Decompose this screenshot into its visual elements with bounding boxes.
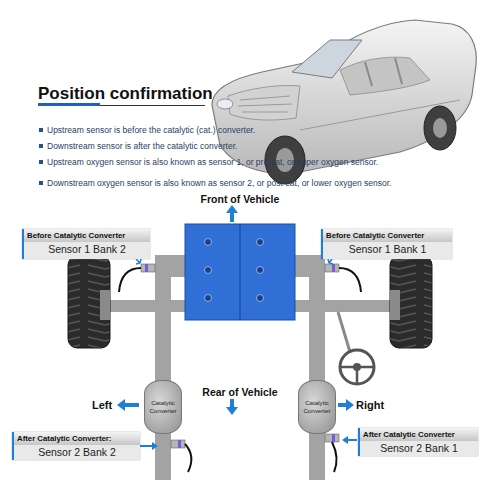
left-manifold: [155, 255, 187, 277]
steering-column: [338, 312, 350, 352]
side-label: Left: [92, 398, 112, 412]
oxygen-sensor: [141, 264, 155, 272]
direction-arrowhead: [346, 399, 354, 411]
car-rear-wheel: [424, 106, 456, 150]
sensor-name: Sensor 2 Bank 2: [14, 445, 140, 460]
car-engine-detail: [238, 96, 292, 112]
sensor-name: Sensor 2 Bank 1: [360, 441, 478, 456]
car-rear-hub: [433, 118, 447, 138]
oxygen-sensor: [325, 434, 339, 442]
catalytic-converter: Catalytic Converter: [298, 380, 336, 434]
bullet-text: Downstream oxygen sensor is also known a…: [47, 177, 391, 189]
box-heading: Catalytic Converter: [299, 399, 335, 415]
bullet-square: [39, 160, 43, 164]
steering-wheel: [340, 350, 374, 384]
engine-bolt: [205, 295, 212, 302]
bullet-text: Upstream sensor is before the catalytic …: [47, 124, 255, 136]
sensor-band: [178, 440, 181, 448]
sensor-name: Sensor 1 Bank 2: [24, 242, 150, 257]
sensor-band: [332, 434, 335, 442]
bullet-square: [39, 128, 43, 132]
right-hub: [390, 290, 400, 320]
oxygen-sensor: [325, 264, 339, 272]
bullet-text: Downstream sensor is after the catalytic…: [47, 140, 237, 152]
pointer-arrowhead: [342, 436, 348, 444]
sensor-label-box: Before Catalytic ConverterSensor 1 Bank …: [22, 229, 150, 259]
car-interior: [340, 57, 430, 95]
steering-hub: [353, 363, 361, 371]
direction-arrowhead: [226, 407, 238, 415]
sensor-band: [332, 264, 335, 272]
engine-block: [185, 224, 295, 320]
pointer-arrowhead: [152, 442, 158, 450]
sensor-band: [145, 264, 148, 272]
direction-arrowhead: [226, 205, 238, 213]
sensor-wire: [332, 442, 337, 472]
left-wheel: [68, 256, 110, 348]
pointer-arrow: [136, 259, 141, 264]
car-headlight: [217, 99, 233, 109]
box-heading: Before Catalytic Converter: [323, 229, 452, 242]
oxygen-sensor: [171, 440, 185, 448]
bullet-square: [39, 144, 43, 148]
engine-bolt: [257, 239, 264, 246]
engine-bolt: [205, 239, 212, 246]
car-body: [212, 20, 476, 173]
sensor-label-box: After Catalytic Converter:Sensor 2 Bank …: [12, 432, 140, 460]
side-label: Right: [356, 398, 384, 412]
sensor-label-box: After Catalytic ConverterSensor 2 Bank 1: [358, 428, 478, 456]
direction-arrow: [338, 403, 346, 407]
sensor-wire: [119, 268, 141, 292]
right-wheel: [390, 256, 432, 348]
pointer-arrow: [140, 445, 152, 447]
box-heading: After Catalytic Converter:: [14, 432, 140, 445]
right-exhaust-pipe: [309, 255, 325, 480]
catalytic-converter: Catalytic Converter: [144, 380, 182, 434]
diagram-title: Position confirmation: [38, 84, 213, 104]
sensor-label-box: Before Catalytic ConverterSensor 1 Bank …: [321, 229, 452, 259]
direction-arrow: [125, 403, 139, 407]
pointer-arrow: [328, 259, 333, 264]
engine-bolt: [257, 295, 264, 302]
pointer-arrow: [348, 439, 357, 441]
sensor-wire: [185, 444, 191, 472]
box-heading: After Catalytic Converter: [360, 428, 478, 441]
direction-arrow: [230, 213, 234, 222]
bullet-square: [39, 181, 43, 185]
bullet-text: Upstream oxygen sensor is also known as …: [47, 156, 378, 168]
box-heading: Before Catalytic Converter: [24, 229, 150, 242]
direction-label: Front of Vehicle: [140, 193, 340, 206]
direction-arrowhead: [117, 399, 125, 411]
sensor-wire: [339, 268, 361, 292]
sensor-name: Sensor 1 Bank 1: [323, 242, 452, 257]
engine-divider: [239, 224, 241, 320]
car-seats: [365, 58, 402, 86]
title-accent: [38, 103, 100, 106]
engine-body: [185, 224, 295, 320]
engine-bolt: [205, 267, 212, 274]
car-engine-bay: [228, 85, 300, 120]
engine-bolt: [257, 267, 264, 274]
left-hub: [100, 290, 110, 320]
direction-arrow: [230, 399, 234, 407]
box-heading: Catalytic Converter: [145, 399, 181, 415]
